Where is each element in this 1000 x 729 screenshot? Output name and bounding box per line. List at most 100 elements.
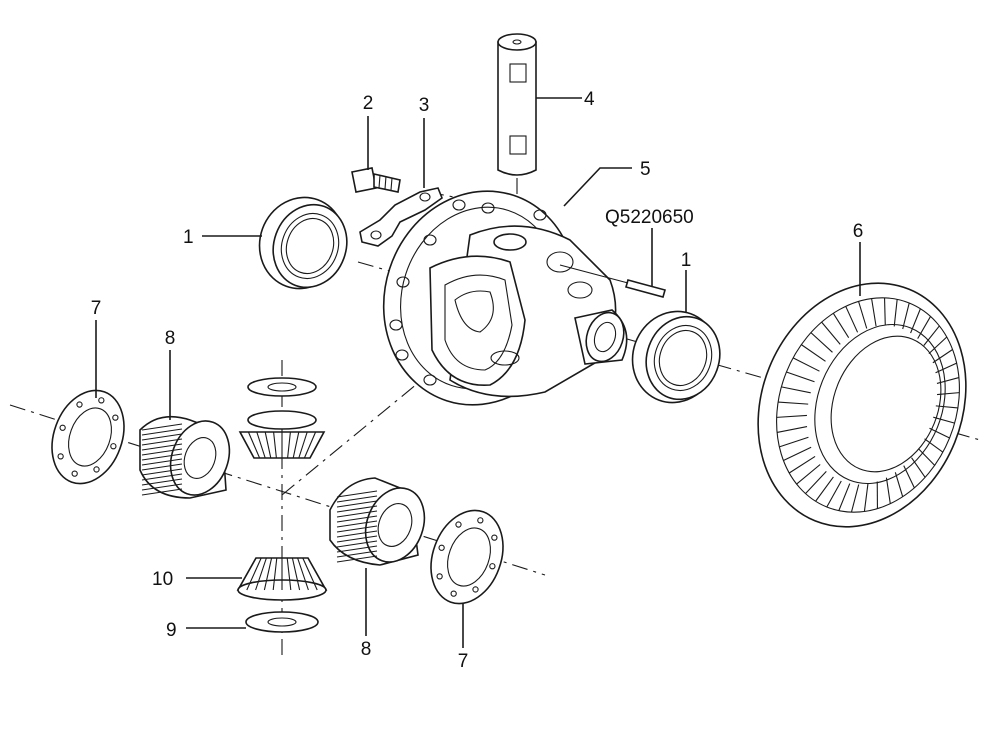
gear-tooth (863, 483, 869, 512)
gear-tooth (239, 431, 255, 459)
gear-tooth (850, 484, 860, 513)
gear-tooth (902, 302, 910, 330)
gear-tooth (246, 557, 262, 591)
gear-tooth (815, 476, 834, 502)
washer-hole (71, 470, 78, 477)
gear-tooth (298, 431, 308, 459)
gear-tooth (141, 458, 183, 466)
gear-tooth (821, 321, 841, 345)
callout-3: 3 (419, 95, 430, 116)
washer-hole (450, 590, 457, 597)
lock-plate (359, 187, 443, 247)
gear-tooth (788, 455, 816, 474)
leader-lines (95, 97, 861, 648)
gear-tooth (291, 557, 301, 591)
gear-tooth (928, 336, 948, 355)
gear-tooth (884, 297, 886, 326)
gear-tooth (141, 463, 183, 471)
gear-tooth (937, 392, 960, 396)
gear-tooth (796, 464, 821, 485)
gear-tooth (792, 357, 820, 372)
cross-shaft (497, 33, 537, 176)
gear-tooth (255, 557, 267, 591)
gear-tooth (141, 478, 183, 486)
pinion-gear-lower (236, 557, 328, 601)
ring-gear-teeth (776, 297, 960, 513)
gear-tooth (336, 545, 378, 553)
callout-7-right: 7 (458, 651, 469, 672)
roll-pin (559, 264, 666, 298)
gear-tooth (801, 344, 826, 362)
gear-tooth (141, 423, 183, 431)
gear-tooth (141, 433, 183, 441)
gear-tooth (287, 431, 291, 459)
gear-tooth (935, 362, 957, 374)
gear-tooth (141, 443, 183, 451)
gear-tooth (336, 535, 378, 543)
washer-hole (455, 521, 462, 528)
gear-tooth (781, 386, 811, 394)
gear-tooth (903, 465, 915, 489)
gear-tooth (910, 308, 921, 334)
gear-tooth (302, 557, 318, 591)
washer-hole (59, 424, 66, 431)
gear-tooth (932, 349, 953, 364)
gear-tooth (935, 405, 958, 409)
gear-tooth (917, 316, 932, 339)
gear-tooth (336, 530, 378, 538)
gear-tooth (336, 505, 378, 513)
gear-tooth (263, 557, 273, 591)
gear-tooth (292, 431, 300, 459)
gear-tooth (141, 483, 183, 491)
gear-tooth (141, 448, 183, 456)
gear-tooth (303, 431, 317, 459)
gear-tooth (911, 457, 926, 478)
gear-tooth (141, 473, 183, 481)
gear-tooth (336, 540, 378, 548)
gear-tooth (336, 490, 378, 498)
washer-holes-left (57, 397, 119, 477)
gear-tooth (336, 525, 378, 533)
washer-hole (112, 414, 119, 421)
gear-tooth (336, 510, 378, 518)
gear-tooth (286, 557, 292, 591)
callout-6: 6 (853, 221, 864, 242)
gear-tooth (237, 557, 257, 591)
gear-tooth (141, 488, 183, 496)
gear-tooth (893, 299, 898, 327)
gear-tooth (336, 520, 378, 528)
gear-tooth (894, 472, 904, 497)
gear-tooth (918, 448, 936, 466)
bolt (351, 167, 401, 193)
gear-tooth (247, 431, 261, 459)
gear-tooth (776, 414, 807, 418)
washer-hole (98, 397, 105, 404)
callout-1-right: 1 (681, 250, 692, 271)
gear-tooth (141, 438, 183, 446)
callout-8-right: 8 (361, 639, 372, 660)
pinion-washer-top (247, 377, 317, 397)
callout-labels: 2 3 4 5 Q5220650 1 6 1 7 8 10 9 8 7 (91, 89, 864, 672)
washer-hole (57, 453, 64, 460)
flange-bolt-holes (389, 199, 547, 386)
gear-tooth (336, 550, 378, 558)
gear-tooth (309, 431, 325, 459)
ring-gear (757, 282, 967, 528)
gear-tooth (778, 401, 809, 405)
reference-code-label: Q5220650 (605, 207, 694, 228)
washer-hole (110, 443, 117, 450)
callout-8-left: 8 (165, 328, 176, 349)
gear-tooth (273, 431, 277, 459)
gear-tooth (336, 555, 378, 563)
gear-tooth (933, 416, 955, 424)
gear-tooth (885, 477, 891, 504)
gear-tooth (141, 428, 183, 436)
gear-tooth (858, 301, 868, 329)
callout-9: 9 (166, 620, 177, 641)
gear-tooth (336, 515, 378, 523)
gear-tooth (871, 298, 877, 327)
bearing-right (631, 310, 721, 404)
callout-2: 2 (363, 93, 374, 114)
